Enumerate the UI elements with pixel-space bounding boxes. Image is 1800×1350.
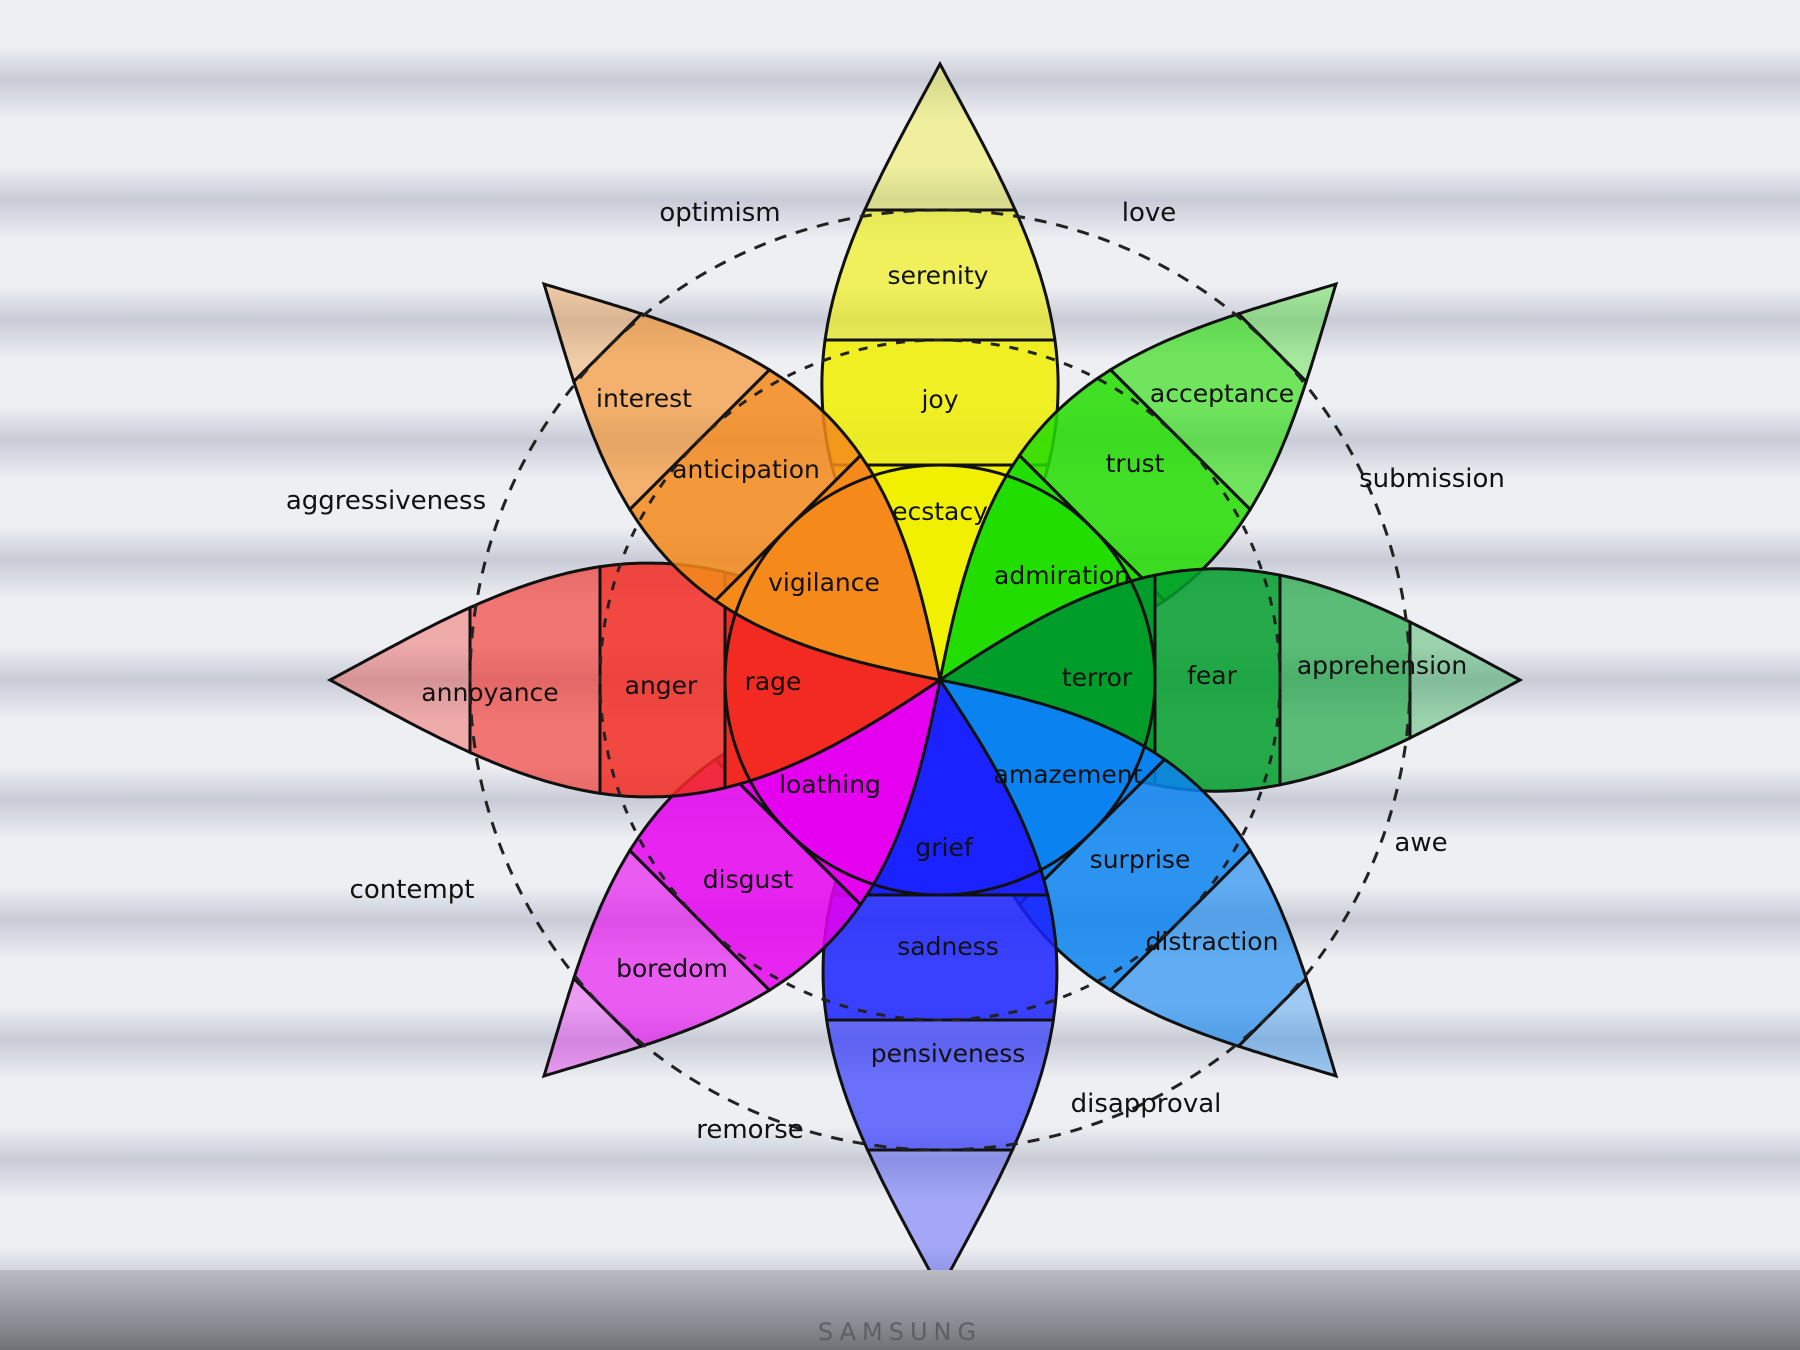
dyad-label-layer: love submission awe disapproval remorse … [286, 198, 1505, 1145]
label-apprehension: apprehension [1297, 651, 1467, 680]
monitor-bezel [0, 1270, 1800, 1350]
label-trust: trust [1106, 449, 1165, 478]
label-disgust: disgust [703, 865, 794, 894]
petal-red-tip-segment [326, 605, 472, 755]
petal-green-tip-segment [1408, 619, 1524, 741]
petal-orange [541, 281, 942, 682]
dyad-disapproval: disapproval [1071, 1089, 1222, 1119]
monitor-brand-logo: SAMSUNG [817, 1318, 983, 1346]
label-distraction: distraction [1146, 927, 1279, 956]
label-serenity: serenity [888, 261, 989, 290]
label-grief: grief [915, 833, 973, 862]
dyad-remorse: remorse [696, 1115, 804, 1145]
label-sadness: sadness [897, 932, 999, 961]
label-joy: joy [920, 385, 958, 414]
core-ring [723, 463, 1157, 897]
label-pensiveness: pensiveness [871, 1039, 1026, 1068]
petal-cyan [938, 678, 1339, 1079]
petal-lightgreen-tip-segment [1235, 281, 1339, 385]
label-loathing: loathing [779, 770, 881, 799]
petal-yellow-tip-segment [862, 60, 1018, 212]
label-anticipation: anticipation [672, 455, 820, 484]
petal-blue-tip-segment [865, 1148, 1015, 1294]
label-ecstacy: ecstacy [892, 497, 988, 526]
dyad-optimism: optimism [659, 198, 780, 228]
petal-layer [326, 60, 1524, 1294]
outer-dashed-ring [468, 208, 1412, 1152]
dyad-awe: awe [1394, 828, 1447, 858]
label-vigilance: vigilance [768, 568, 880, 597]
label-terror: terror [1062, 663, 1133, 692]
label-acceptance: acceptance [1150, 379, 1294, 408]
petal-label-layer: ecstacy joy serenity admiration trust ac… [421, 261, 1467, 1068]
label-amazement: amazement [994, 760, 1143, 789]
label-interest: interest [596, 384, 692, 413]
label-surprise: surprise [1090, 845, 1191, 874]
dyad-submission: submission [1359, 464, 1505, 494]
dyad-aggressiveness: aggressiveness [286, 486, 486, 516]
label-rage: rage [745, 667, 802, 696]
dyad-love: love [1122, 198, 1177, 228]
label-annoyance: annoyance [421, 678, 558, 707]
label-admiration: admiration [994, 561, 1130, 590]
petal-cyan-tip-segment [1235, 975, 1339, 1079]
label-fear: fear [1187, 661, 1238, 690]
label-anger: anger [625, 671, 698, 700]
inner-dashed-ring [598, 338, 1282, 1022]
petal-green-outer-segment [1278, 573, 1412, 787]
petal-purple-tip-segment [541, 975, 645, 1079]
petal-orange-tip-segment [541, 281, 645, 385]
label-boredom: boredom [616, 954, 728, 983]
dyad-contempt: contempt [350, 875, 475, 905]
